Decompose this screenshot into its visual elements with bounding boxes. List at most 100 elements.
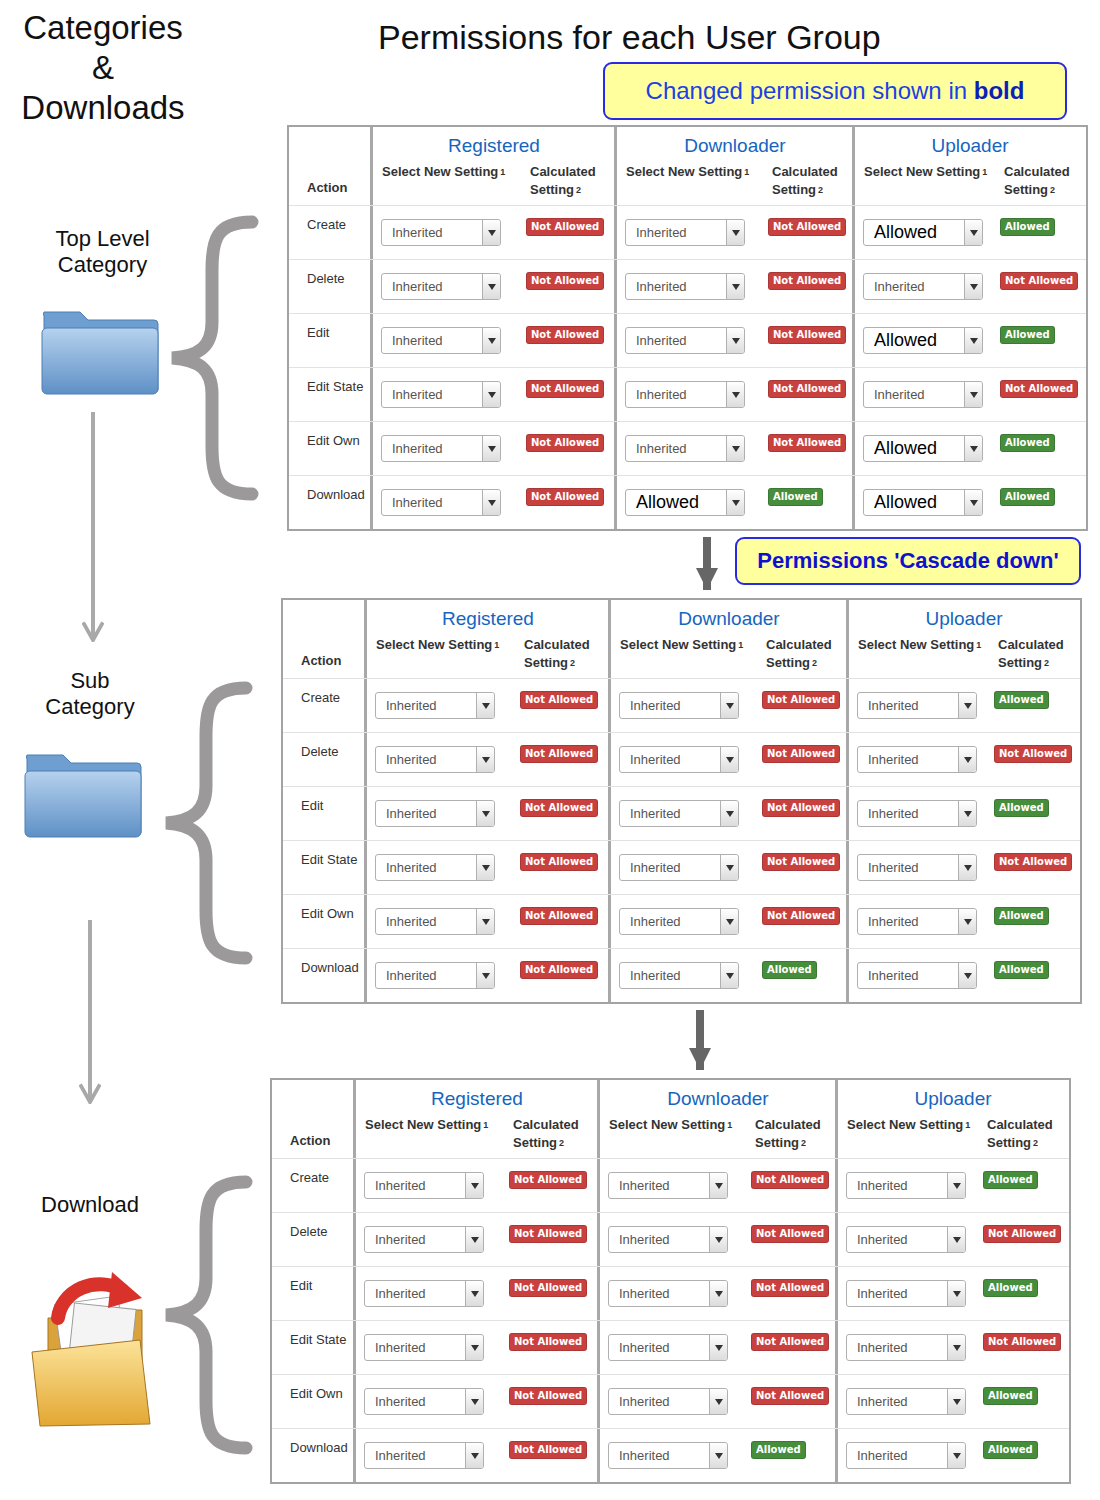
table-cell: Not Allowed [745, 1266, 837, 1320]
action-label: Edit Own [301, 906, 354, 921]
table-cell: Inherited [854, 367, 994, 421]
calculated-badge: Not Allowed [509, 1333, 587, 1351]
folder-front [25, 771, 141, 837]
action-label: Edit State [307, 379, 363, 394]
table-cell: Inherited [372, 205, 520, 259]
table-cell: Downloader [599, 1080, 837, 1110]
calculated-badge: Not Allowed [768, 434, 846, 452]
calculated-badge: Not Allowed [520, 961, 598, 979]
table-cell: Allowed [977, 1374, 1069, 1428]
table-cell: Not Allowed [520, 259, 616, 313]
table-cell: Inherited [599, 1374, 745, 1428]
table-cell: Calculated Setting2 [745, 1110, 837, 1158]
table-cell: Not Allowed [520, 205, 616, 259]
calculated-badge: Allowed [1000, 218, 1055, 236]
action-label: Edit [307, 325, 329, 340]
permissions-table: RegisteredDownloaderUploaderActionSelect… [287, 125, 1088, 531]
table-cell: Not Allowed [762, 259, 854, 313]
table-cell: Not Allowed [994, 367, 1086, 421]
level-item: Top Level Category [30, 226, 175, 400]
setting-select: Inherited [625, 327, 745, 354]
calculated-badge: Allowed [762, 961, 817, 979]
table-cell: Downloader [610, 600, 848, 630]
table-cell: Delete [289, 259, 372, 313]
setting-select: Inherited [619, 800, 739, 827]
footnote-mark: 1 [494, 640, 499, 650]
table-cell: Not Allowed [520, 313, 616, 367]
table-cell: Not Allowed [762, 421, 854, 475]
table-cell: Inherited [848, 678, 988, 732]
folder-front [42, 328, 158, 394]
setting-select: Inherited [857, 962, 977, 989]
table-cell: Inherited [372, 259, 520, 313]
table-cell: Select New Setting1 [837, 1110, 977, 1158]
footnote-mark: 2 [1050, 185, 1055, 195]
setting-select: Allowed [863, 219, 983, 246]
calculated-badge: Not Allowed [762, 853, 840, 871]
table-cell: Not Allowed [520, 421, 616, 475]
calculated-badge: Allowed [994, 799, 1049, 817]
table-cell: Calculated Setting2 [994, 157, 1086, 205]
table-cell: Inherited [837, 1374, 977, 1428]
action-label: Delete [301, 744, 339, 759]
action-label: Delete [307, 271, 345, 286]
hierarchy-arrow [88, 920, 92, 1102]
table-cell: Select New Setting1 [366, 630, 514, 678]
table-cell: Inherited [610, 948, 756, 1002]
setting-select: Allowed [863, 435, 983, 462]
group-header: Uploader [925, 608, 1002, 630]
footnote-mark: 2 [576, 185, 581, 195]
setting-select: Inherited [608, 1226, 728, 1253]
curly-brace [166, 1182, 246, 1448]
table-cell: Inherited [599, 1266, 745, 1320]
footnote-mark: 2 [812, 658, 817, 668]
calculated-badge: Not Allowed [1000, 380, 1078, 398]
table-cell: Not Allowed [514, 948, 610, 1002]
calculated-badge: Not Allowed [751, 1387, 829, 1405]
table-cell: Not Allowed [762, 205, 854, 259]
table-cell: Inherited [610, 840, 756, 894]
calculated-badge: Not Allowed [983, 1333, 1061, 1351]
group-header: Registered [431, 1088, 523, 1110]
calculated-badge: Not Allowed [520, 745, 598, 763]
table-cell: Calculated Setting2 [756, 630, 848, 678]
table-cell: Not Allowed [756, 732, 848, 786]
group-header: Downloader [667, 1088, 768, 1110]
table-cell: Not Allowed [514, 678, 610, 732]
table-cell: Inherited [366, 732, 514, 786]
column-header: Select New Setting [847, 1117, 963, 1132]
setting-select: Inherited [625, 219, 745, 246]
calculated-badge: Allowed [994, 907, 1049, 925]
table-cell: Inherited [848, 840, 988, 894]
setting-select: Inherited [857, 908, 977, 935]
folder-icon [25, 755, 141, 837]
table-cell: Inherited [599, 1428, 745, 1482]
column-header: Calculated Setting [755, 1117, 821, 1150]
column-header: Calculated Setting [530, 164, 596, 197]
table-cell: Action [283, 600, 366, 678]
table-cell: Not Allowed [514, 840, 610, 894]
setting-select: Inherited [375, 908, 495, 935]
setting-select: Inherited [608, 1172, 728, 1199]
table-cell: Edit [289, 313, 372, 367]
column-header: Select New Setting [864, 164, 980, 179]
calculated-badge: Not Allowed [751, 1171, 829, 1189]
table-cell: Inherited [616, 259, 762, 313]
setting-select: Inherited [857, 746, 977, 773]
table-cell: Inherited [616, 313, 762, 367]
column-header: Action [307, 180, 347, 195]
table-cell: Inherited [355, 1374, 503, 1428]
table-cell: Calculated Setting2 [520, 157, 616, 205]
table-cell: Allowed [977, 1158, 1069, 1212]
action-label: Delete [290, 1224, 328, 1239]
table-cell: Allowed [988, 786, 1080, 840]
table-cell: Edit Own [272, 1374, 355, 1428]
table-cell: Inherited [366, 786, 514, 840]
table-cell: Allowed [756, 948, 848, 1002]
level-item: Sub Category [35, 668, 145, 845]
table-cell: Select New Setting1 [854, 157, 994, 205]
table-cell: Not Allowed [514, 786, 610, 840]
action-label: Edit [301, 798, 323, 813]
table-cell: Uploader [848, 600, 1080, 630]
setting-select: Inherited [364, 1172, 484, 1199]
